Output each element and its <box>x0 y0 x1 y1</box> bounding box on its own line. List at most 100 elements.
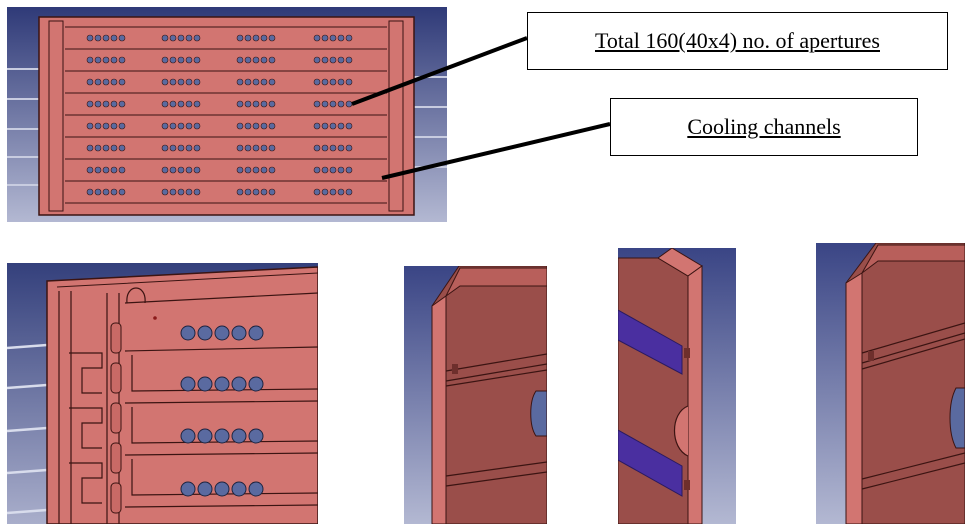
aperture-hole <box>252 122 260 130</box>
aperture-hole <box>321 188 329 196</box>
aperture-hole <box>268 144 276 152</box>
apertures-callout: Total 160(40x4) no. of apertures <box>527 12 948 70</box>
aperture-hole <box>244 122 252 130</box>
aperture-hole <box>193 78 201 86</box>
aperture-hole <box>236 34 244 42</box>
aperture-hole <box>337 188 345 196</box>
aperture-hole <box>345 144 353 152</box>
aperture-hole <box>161 100 169 108</box>
aperture-hole <box>329 34 337 42</box>
aperture-hole <box>185 166 193 174</box>
aperture-hole <box>185 56 193 64</box>
aperture-hole <box>177 56 185 64</box>
aperture-hole <box>161 188 169 196</box>
aperture-hole <box>260 34 268 42</box>
aperture-hole <box>252 34 260 42</box>
aperture-hole <box>252 166 260 174</box>
aperture-hole <box>118 100 126 108</box>
aperture-hole <box>94 78 102 86</box>
aperture-hole <box>252 100 260 108</box>
aperture-hole <box>169 166 177 174</box>
aperture-hole <box>268 188 276 196</box>
aperture-hole <box>86 122 94 130</box>
aperture-hole <box>313 122 321 130</box>
aperture-hole <box>236 122 244 130</box>
plate-section-view-3 <box>816 243 965 524</box>
aperture-hole <box>236 144 244 152</box>
aperture-hole <box>252 56 260 64</box>
aperture-hole <box>236 56 244 64</box>
aperture-hole <box>244 78 252 86</box>
aperture-hole <box>110 144 118 152</box>
aperture-hole <box>185 34 193 42</box>
aperture-hole <box>94 188 102 196</box>
aperture-hole <box>313 78 321 86</box>
aperture-hole <box>337 34 345 42</box>
aperture-hole <box>244 166 252 174</box>
aperture-hole <box>177 166 185 174</box>
aperture-hole <box>236 188 244 196</box>
aperture-hole <box>86 144 94 152</box>
aperture-hole <box>161 144 169 152</box>
aperture-hole <box>193 100 201 108</box>
aperture-hole <box>193 166 201 174</box>
aperture-hole <box>193 34 201 42</box>
aperture-hole <box>94 122 102 130</box>
aperture-hole <box>329 188 337 196</box>
aperture-hole <box>236 100 244 108</box>
aperture-hole <box>86 56 94 64</box>
aperture-hole <box>118 144 126 152</box>
aperture-hole <box>169 144 177 152</box>
aperture-hole <box>169 188 177 196</box>
aperture-hole <box>313 166 321 174</box>
aperture-hole <box>177 144 185 152</box>
aperture-hole <box>345 100 353 108</box>
aperture-hole <box>268 122 276 130</box>
aperture-hole <box>260 188 268 196</box>
aperture-hole <box>193 56 201 64</box>
aperture-hole <box>118 122 126 130</box>
aperture-hole <box>345 78 353 86</box>
aperture-hole <box>268 56 276 64</box>
aperture-hole <box>236 78 244 86</box>
plate-section-view-1 <box>404 266 547 524</box>
aperture-hole <box>345 56 353 64</box>
aperture-hole <box>110 188 118 196</box>
aperture-hole <box>321 34 329 42</box>
aperture-hole <box>169 34 177 42</box>
aperture-hole <box>329 166 337 174</box>
aperture-hole <box>244 144 252 152</box>
aperture-hole <box>252 144 260 152</box>
aperture-hole <box>260 100 268 108</box>
aperture-hole <box>313 34 321 42</box>
aperture-hole <box>169 56 177 64</box>
aperture-hole <box>94 144 102 152</box>
aperture-hole <box>268 34 276 42</box>
aperture-hole <box>193 122 201 130</box>
aperture-hole <box>161 122 169 130</box>
aperture-hole <box>118 188 126 196</box>
aperture-hole <box>321 144 329 152</box>
aperture-hole <box>110 78 118 86</box>
aperture-hole <box>236 166 244 174</box>
aperture-hole <box>345 122 353 130</box>
aperture-hole <box>329 78 337 86</box>
aperture-hole <box>337 122 345 130</box>
aperture-hole <box>169 78 177 86</box>
aperture-hole <box>313 188 321 196</box>
aperture-hole <box>102 34 110 42</box>
aperture-hole <box>313 144 321 152</box>
aperture-hole <box>169 100 177 108</box>
aperture-hole <box>321 122 329 130</box>
aperture-hole <box>268 166 276 174</box>
aperture-hole <box>110 166 118 174</box>
aperture-hole <box>244 188 252 196</box>
aperture-hole <box>345 188 353 196</box>
aperture-hole <box>102 144 110 152</box>
aperture-hole <box>94 34 102 42</box>
aperture-hole <box>260 166 268 174</box>
plate-section-view-2 <box>618 248 736 524</box>
aperture-hole <box>252 78 260 86</box>
aperture-hole <box>118 34 126 42</box>
aperture-hole <box>177 122 185 130</box>
